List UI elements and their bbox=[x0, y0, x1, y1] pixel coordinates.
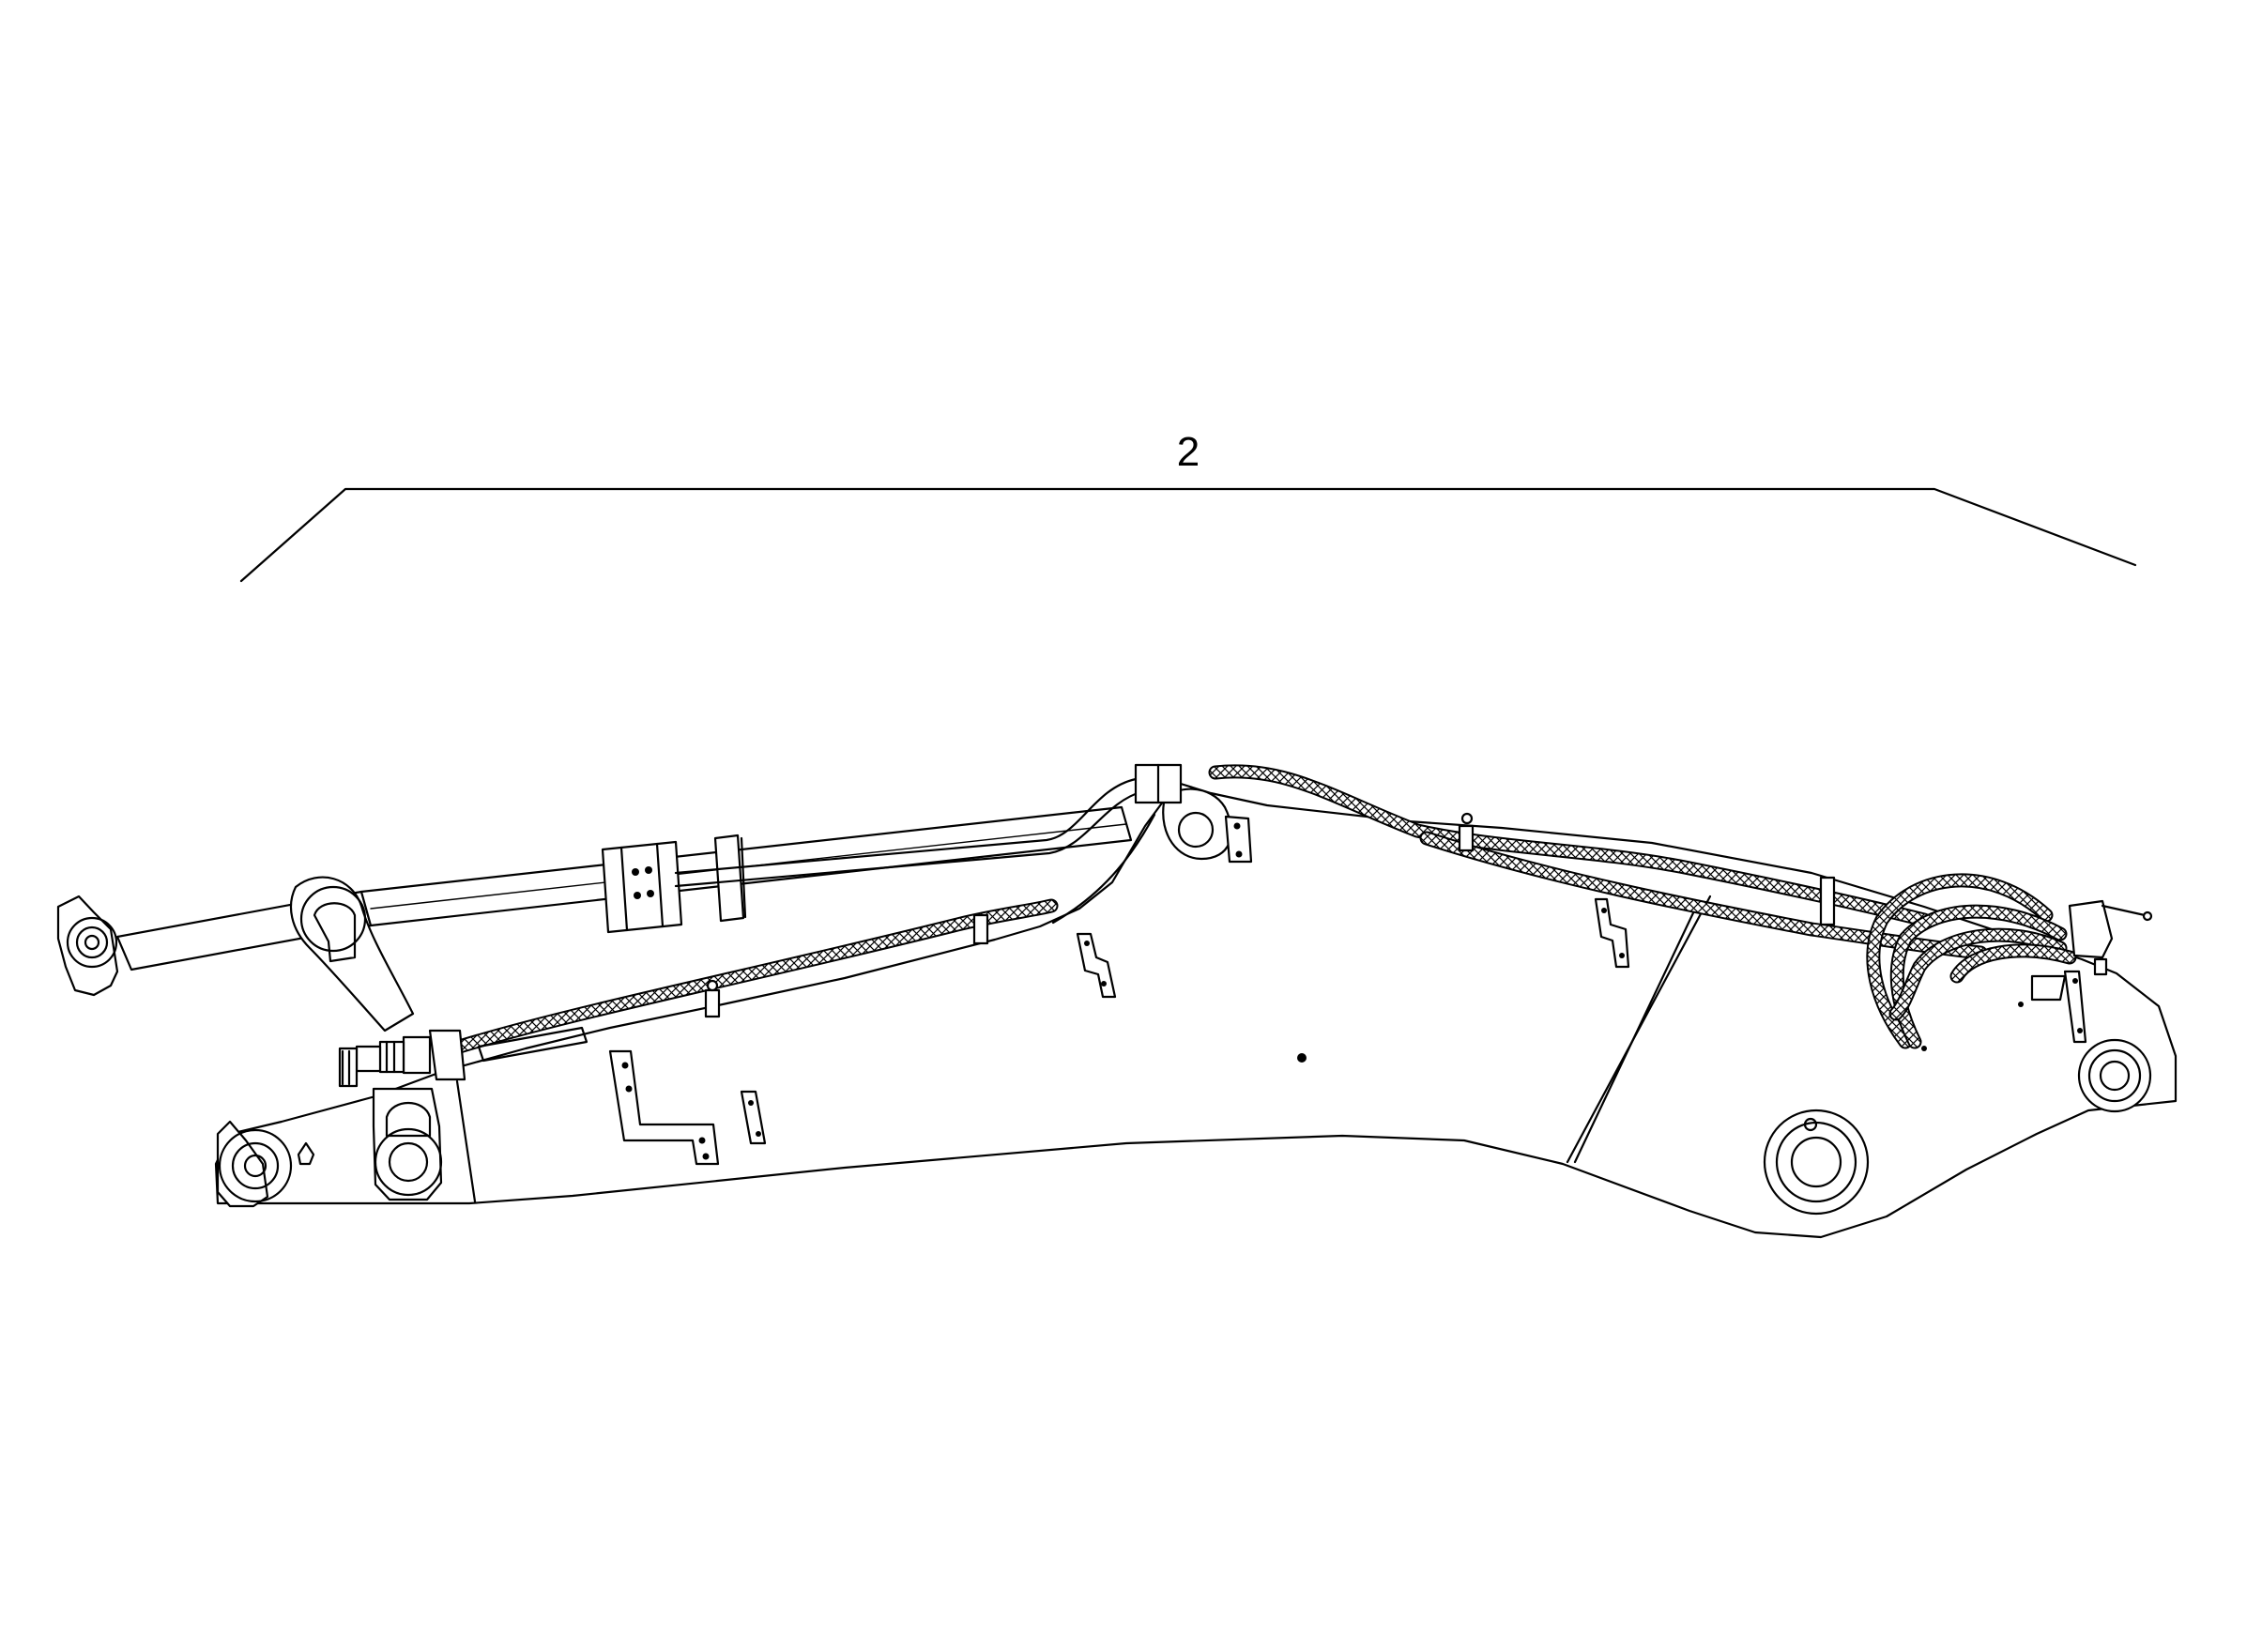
cylinder-mount-eye bbox=[372, 1087, 443, 1201]
hose-coupling bbox=[338, 1026, 588, 1088]
hose-clamp-brackets bbox=[608, 897, 2087, 1166]
arm-cylinder-eye bbox=[1162, 788, 1253, 864]
callout-label-2: 2 bbox=[1177, 429, 1200, 475]
boom-foot-pivot bbox=[1763, 1109, 1870, 1216]
tip-fittings bbox=[1921, 899, 2153, 1051]
boom-tip-pivot bbox=[2077, 1038, 2152, 1113]
hose-clamps bbox=[704, 763, 1836, 1018]
front-pivot bbox=[216, 1120, 315, 1208]
callout-bracket bbox=[239, 487, 2137, 583]
